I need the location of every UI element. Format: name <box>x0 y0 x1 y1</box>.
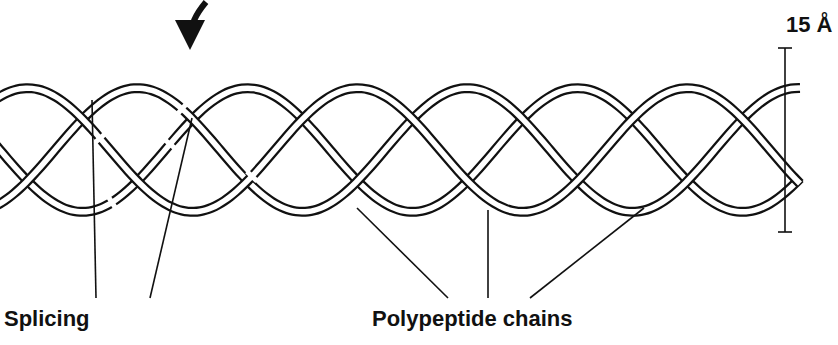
strand-outline <box>0 88 800 212</box>
leader-line <box>487 210 489 298</box>
splice-gap <box>163 138 177 151</box>
pointer-arrow <box>190 2 206 44</box>
strand-outline <box>0 88 800 212</box>
leader-line <box>530 208 644 298</box>
splice-gap <box>175 102 188 116</box>
polypeptide-strands <box>0 88 800 212</box>
splice-gap <box>245 170 259 183</box>
dimension-bracket <box>778 48 792 232</box>
leader-line <box>150 118 192 298</box>
callout-label: Splicing <box>4 308 90 330</box>
leader-line <box>92 100 96 298</box>
splice-gap <box>93 132 107 145</box>
strand-fill <box>0 88 800 212</box>
strand-fill <box>0 88 800 212</box>
leader-lines <box>92 100 644 298</box>
splice-gap <box>106 195 118 210</box>
leader-line <box>357 208 448 298</box>
strand-fill <box>0 88 800 212</box>
dimension-label: 15 Å <box>786 14 832 36</box>
splice-gaps <box>93 102 259 210</box>
callout-label: Polypeptide chains <box>372 308 573 330</box>
strand-outline <box>0 88 800 212</box>
